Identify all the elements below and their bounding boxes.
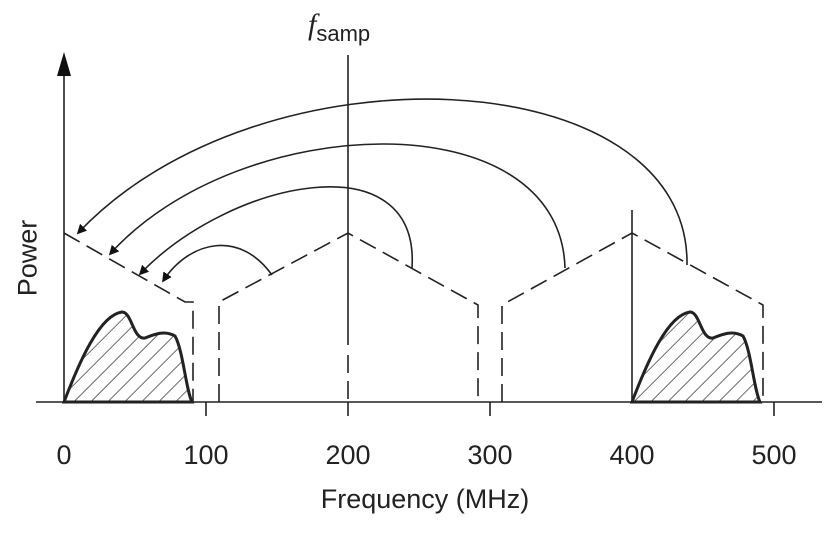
x-ticks — [205, 402, 775, 416]
image-spectrum — [629, 310, 763, 404]
x-tick-label: 400 — [609, 440, 655, 470]
alias-envelope — [63, 232, 764, 402]
fsamp-label: fsamp — [308, 8, 371, 46]
x-tick-label: 200 — [325, 440, 371, 470]
x-axis-label: Frequency (MHz) — [320, 484, 530, 514]
signal-spectrum — [61, 310, 195, 404]
x-tick-label: 100 — [183, 440, 229, 470]
y-axis-arrow-icon — [57, 52, 71, 76]
y-axis-label: Power — [12, 219, 43, 297]
folding-arrows — [78, 98, 688, 281]
x-tick-label: 500 — [751, 440, 797, 470]
x-tick-label: 0 — [56, 440, 72, 470]
x-tick-label: 300 — [467, 440, 513, 470]
